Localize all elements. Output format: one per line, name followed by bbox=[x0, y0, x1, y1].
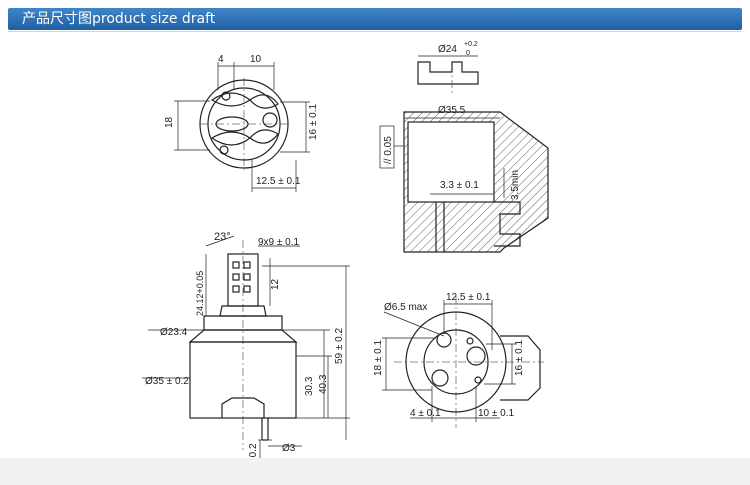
dim-bottom: 12.5 ± 0.1 bbox=[256, 176, 301, 187]
dim-bore-tol-lower: 0 bbox=[466, 50, 470, 57]
cartridge-dimensions bbox=[142, 235, 350, 470]
dim-housing: Ø35.5 bbox=[438, 105, 466, 116]
dim-b1: 4 ± 0.1 bbox=[410, 408, 441, 419]
disc-top-view bbox=[199, 78, 290, 170]
cartridge-side-view bbox=[188, 240, 298, 450]
housing-dimensions bbox=[379, 55, 505, 198]
dim-top: 12.5 ± 0.1 bbox=[446, 292, 491, 303]
disc-top-dimensions bbox=[174, 62, 310, 192]
dim-total: 59 ± 0.2 bbox=[334, 327, 345, 364]
dim-side: 16 ± 0.1 bbox=[308, 103, 319, 140]
dim-spindle: 24.12+0.05 bbox=[195, 271, 205, 316]
header-title: 产品尺寸图product size draft bbox=[22, 11, 216, 27]
dim-spindle-len: 12 bbox=[270, 278, 281, 290]
dim-depth: 3.5min bbox=[510, 170, 521, 200]
header-divider bbox=[8, 31, 742, 32]
dim-offset: 3.3 ± 0.1 bbox=[440, 180, 479, 191]
dim-right: 16 ± 0.1 bbox=[514, 339, 525, 376]
dim-width: 4 bbox=[218, 54, 224, 65]
dim-h1: 30.3 bbox=[304, 376, 315, 396]
dim-body: Ø35 ± 0.2 bbox=[145, 376, 189, 387]
dim-left: 18 ± 0.1 bbox=[373, 339, 384, 376]
dim-h2: 40.3 bbox=[318, 374, 329, 394]
section-header: 产品尺寸图product size draft bbox=[8, 8, 742, 30]
dim-bore-tol-upper: +0.2 bbox=[464, 41, 478, 48]
dim-b2: 10 ± 0.1 bbox=[478, 408, 515, 419]
dim-collar: Ø23.4 bbox=[160, 327, 188, 338]
dim-parallel: // 0.05 bbox=[383, 136, 394, 164]
housing-bottom-dimensions bbox=[382, 300, 516, 422]
dim-bore: Ø24 bbox=[438, 44, 457, 55]
dim-spline: 9x9 ± 0.1 bbox=[258, 237, 300, 248]
dim-angle: 23° bbox=[214, 231, 231, 243]
dim-rib: 10 bbox=[250, 54, 262, 65]
housing-bottom-view bbox=[394, 296, 544, 428]
dim-hole: Ø6.5 max bbox=[384, 302, 427, 313]
dim-height: 18 bbox=[164, 116, 175, 128]
dim-pin: Ø3 bbox=[282, 443, 296, 454]
housing-section bbox=[403, 61, 549, 253]
footer-band bbox=[0, 458, 750, 485]
